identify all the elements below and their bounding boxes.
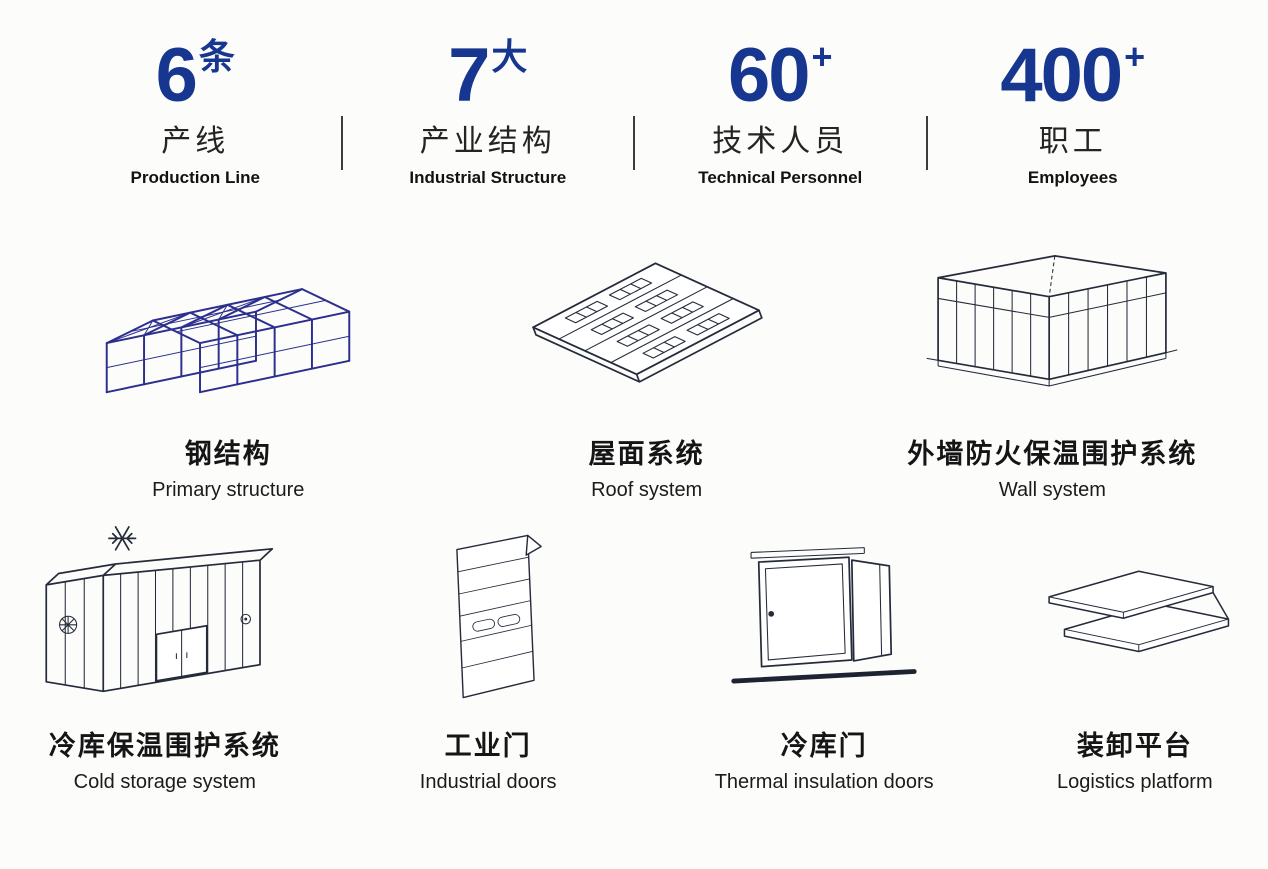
stat-number: 60+ [727,33,833,118]
product-label-en: Cold storage system [73,771,256,794]
wall-system-icon [927,254,1178,387]
product-label-en: Roof system [591,479,703,502]
product-caption: 冷库保温围护系统 Cold storage system [49,712,281,794]
logistics-platform-art [1032,520,1237,712]
stat-label-en: Technical Personnel [698,168,863,188]
product-label-zh: 装卸平台 [1076,731,1193,762]
stat-label-en: Industrial Structure [409,168,567,188]
stat-technical-personnel: 60+ 技术人员 Technical Personnel [635,33,926,188]
product-roof-system: 屋面系统 Roof system [456,222,836,502]
roof-system-art [519,222,775,420]
product-label-zh: 钢结构 [184,439,272,470]
stats-divider [340,116,343,170]
product-label-en: Wall system [998,479,1106,502]
stat-label-en: Employees [1027,168,1118,188]
product-label-zh: 屋面系统 [588,439,705,470]
stat-suffix: + [1124,36,1146,77]
cold-storage-art [32,520,298,712]
stat-label-zh: 产线 [161,125,230,159]
product-label-en: Industrial doors [419,771,557,794]
logistics-platform-icon [1048,570,1230,652]
product-logistics-platform: 装卸平台 Logistics platform [1002,520,1268,794]
stat-label-zh: 技术人员 [712,125,849,159]
products-row-2: 冷库保温围护系统 Cold storage system 工业门 Industr… [0,520,1268,794]
product-industrial-door: 工业门 Industrial doors [330,520,647,794]
product-label-en: Logistics platform [1057,771,1213,794]
stat-industrial-structure: 7大 产业结构 Industrial Structure [343,33,634,188]
steel-structure-art [92,222,364,420]
industrial-door-icon [456,534,543,698]
stat-suffix: 条 [198,36,235,77]
wall-system-art [921,222,1183,420]
product-caption: 冷库门 Thermal insulation doors [715,712,934,794]
stat-label-en: Production Line [130,168,260,188]
product-thermal-insulation-door: 冷库门 Thermal insulation doors [647,520,1002,794]
product-steel-structure: 钢结构 Primary structure [0,222,456,502]
product-label-zh: 冷库门 [780,731,868,762]
thermal-insulation-door-icon [731,547,917,684]
product-label-zh: 冷库保温围护系统 [48,731,281,762]
stats-divider [925,116,928,170]
industrial-door-art [427,520,549,712]
stats-divider [633,116,635,170]
product-label-zh: 工业门 [444,731,532,762]
stat-number: 7大 [448,33,528,118]
stat-suffix: + [811,36,833,77]
products-row-1: 钢结构 Primary structure [0,222,1268,502]
product-wall-system: 外墙防火保温围护系统 Wall system [837,222,1268,502]
stat-number: 400+ [1000,33,1146,118]
stat-suffix: 大 [491,36,528,77]
stat-number: 6条 [155,33,235,118]
door-handle-dot [768,611,775,618]
stat-production-lines: 6条 产线 Production Line [50,33,341,188]
stats-bar: 6条 产线 Production Line 7大 产业结构 Industrial… [0,0,1268,188]
floor-rail [731,669,917,684]
stat-label-zh: 职工 [1038,125,1107,159]
thermal-insulation-door-art [728,520,920,712]
product-caption: 钢结构 Primary structure [152,420,304,502]
product-cold-storage: 冷库保温围护系统 Cold storage system [0,520,330,794]
product-label-zh: 外墙防火保温围护系统 [907,439,1198,470]
snowflake-mark [107,526,137,551]
roof-system-icon [519,252,763,383]
stat-employees: 400+ 职工 Employees [928,33,1219,188]
product-label-en: Thermal insulation doors [714,771,934,794]
product-caption: 外墙防火保温围护系统 Wall system [907,420,1197,502]
product-label-en: Primary structure [152,479,305,502]
product-caption: 装卸平台 Logistics platform [1057,712,1213,794]
cold-storage-icon [45,526,274,693]
stat-label-zh: 产业结构 [419,125,556,159]
steel-structure-icon [105,288,351,394]
product-caption: 工业门 Industrial doors [420,712,557,794]
product-caption: 屋面系统 Roof system [589,420,705,502]
